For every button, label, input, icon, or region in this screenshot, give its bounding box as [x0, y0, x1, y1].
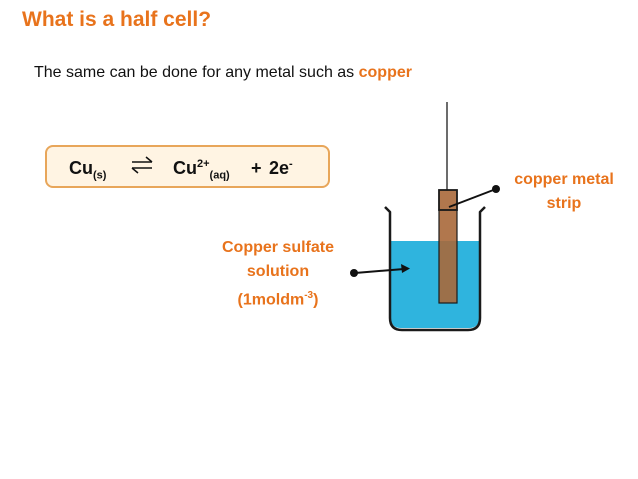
subtitle-text: The same can be done for any metal such …	[34, 64, 359, 81]
strip-pointer-line	[448, 188, 497, 208]
half-equation-box: Cu(s) Cu2+(aq) + 2e-	[45, 145, 330, 188]
subtitle-highlight: copper	[358, 64, 412, 81]
concentration-label: (1moldm-3)	[237, 290, 319, 309]
electron-charge: -	[289, 158, 293, 170]
slide-title: What is a half cell?	[22, 8, 212, 31]
equation-plus: +	[251, 158, 262, 178]
equilibrium-arrow-icon	[131, 156, 153, 174]
copper-sulfate-solution	[391, 241, 479, 328]
beaker	[384, 206, 486, 332]
equation-product: Cu2+(aq)	[173, 158, 230, 182]
slide-subtitle: The same can be done for any metal such …	[34, 64, 412, 82]
copper-metal-strip	[439, 190, 457, 303]
copper-strip-label: copper metal strip	[514, 171, 614, 212]
solution-pointer-line	[354, 268, 405, 274]
solution-pointer-dot	[350, 269, 358, 277]
product-charge: 2+	[197, 158, 210, 170]
product-state: (aq)	[209, 169, 230, 182]
strip-pointer-dot	[492, 185, 500, 193]
solution-pointer-arrowhead	[401, 264, 410, 273]
equation-reactant: Cu(s)	[69, 158, 107, 182]
equation-electrons: 2e-	[269, 158, 293, 178]
copper-sulfate-label: Copper sulfate solution (1moldm-3)	[200, 236, 356, 312]
reactant-state: (s)	[93, 169, 107, 182]
